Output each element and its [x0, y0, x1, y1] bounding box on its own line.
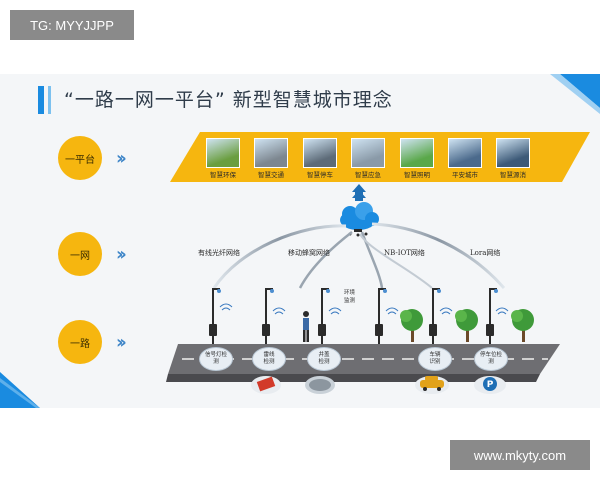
- sensor-manhole: 井盖 检测: [307, 347, 341, 371]
- street-lamp-icon: [209, 288, 497, 344]
- title-accent-bar-light: [48, 86, 51, 114]
- slide-title: “一路一网一平台” 新型智慧城市理念: [64, 89, 393, 111]
- bulb-icon[interactable]: [496, 138, 530, 168]
- layer-road-circle: 一路: [58, 320, 102, 364]
- chevron-right-icon: ››: [116, 244, 127, 265]
- traffic-cone-icon: [251, 376, 281, 394]
- corner-decoration-bottom-left: [0, 372, 40, 408]
- city-icon[interactable]: [448, 138, 482, 168]
- car-icon: [415, 376, 449, 394]
- svg-text:P: P: [487, 380, 494, 390]
- environment-icon[interactable]: [206, 138, 240, 168]
- parking-icon[interactable]: [303, 138, 337, 168]
- network-diagram: P: [166, 184, 560, 394]
- network-label-cellular: 移动蜂窝网络: [288, 249, 330, 257]
- title-accent-bar: [38, 86, 44, 114]
- platform-item-label: 智慧环保: [210, 171, 236, 179]
- chevron-right-icon: ››: [116, 148, 127, 169]
- corner-decoration-top-right: [550, 74, 600, 114]
- chevron-right-icon: ››: [116, 332, 127, 353]
- layer-platform-circle: 一平台: [58, 136, 102, 180]
- network-label-nbiot: NB-IOT网络: [384, 249, 425, 257]
- platform-item-label: 智慧停车: [307, 171, 333, 179]
- platform-item-label: 智慧源消: [500, 171, 526, 179]
- slide: “一路一网一平台” 新型智慧城市理念 一平台 一网 一路 ›› ›› ›› 智慧…: [0, 74, 600, 408]
- sensor-signal-light: 信号灯检 测: [199, 347, 233, 371]
- platform-item-label: 智慧交通: [258, 171, 284, 179]
- platform-item-label: 智慧应急: [355, 171, 381, 179]
- layer-network-circle: 一网: [58, 232, 102, 276]
- platform-item-label: 智慧照明: [404, 171, 430, 179]
- person-icon: [303, 311, 309, 342]
- cloud-icon: [340, 202, 379, 237]
- env-monitor-label: 环境 监测: [344, 290, 356, 304]
- emergency-icon[interactable]: [351, 138, 385, 168]
- manhole-icon: [305, 376, 335, 394]
- lighting-icon[interactable]: [400, 138, 434, 168]
- sensor-radar: 雷线 检测: [252, 347, 286, 371]
- network-label-lora: Lora网络: [470, 249, 501, 257]
- network-label-fiber: 有线光纤网络: [198, 249, 240, 257]
- watermark-bottom-right: www.mkyty.com: [450, 440, 590, 470]
- parking-sign-icon: P: [474, 376, 506, 394]
- traffic-icon[interactable]: [254, 138, 288, 168]
- watermark-top-left: TG: MYYJJPP: [10, 10, 134, 40]
- sensor-vehicle: 车辆 识别: [418, 347, 452, 371]
- tree-icon: [400, 309, 534, 342]
- wifi-icon: [219, 303, 509, 315]
- sensor-parking: 停车位检 测: [474, 347, 508, 371]
- platform-item-label: 平安城市: [452, 171, 478, 179]
- upload-arrow-icon: [352, 184, 366, 201]
